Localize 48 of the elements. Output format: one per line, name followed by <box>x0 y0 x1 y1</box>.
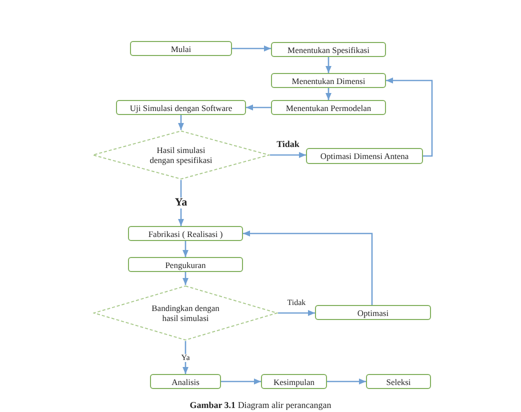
arrow <box>232 46 271 52</box>
node-text: Optimasi <box>357 308 389 318</box>
node-text: Seleksi <box>386 376 411 386</box>
process-box <box>261 374 327 389</box>
node-text: Optimasi Dimensi Antena <box>320 151 409 161</box>
node-text: Analisis <box>172 376 200 386</box>
arrow <box>221 378 261 384</box>
process-box <box>366 374 431 389</box>
node-text: Kesimpulan <box>273 376 315 386</box>
arrow <box>178 115 184 130</box>
process-box <box>116 100 246 115</box>
node-text: Menentukan Dimensi <box>292 76 366 86</box>
caption: Gambar 3.1 Diagram alir perancangan <box>188 399 332 412</box>
node-text: Menentukan Spesifikasi <box>288 44 370 54</box>
arrow <box>386 78 433 157</box>
node-text: Hasil simulasi dengan spesifikasi <box>148 145 214 165</box>
edge-label: Ya <box>179 354 192 362</box>
node-text: Menentukan Permodelan <box>286 102 372 112</box>
arrow <box>278 310 315 316</box>
arrow <box>182 272 188 285</box>
node-text: Bandingkan dengan hasil simulasi <box>150 303 220 323</box>
edge-label: Ya <box>172 198 190 208</box>
arrow <box>326 88 332 100</box>
process-box <box>315 305 431 320</box>
arrow <box>270 152 306 158</box>
decision-diamond <box>92 130 270 180</box>
arrow <box>178 180 184 226</box>
node-text: Uji Simulasi dengan Software <box>130 102 232 112</box>
process-box <box>128 257 243 272</box>
node-text: Fabrikasi ( Realisasi ) <box>148 228 223 238</box>
process-box <box>130 41 232 56</box>
arrow <box>246 104 271 110</box>
node-text: Pengukuran <box>165 260 206 270</box>
arrow <box>182 341 188 374</box>
arrow <box>326 57 332 73</box>
process-box <box>128 226 243 241</box>
edge-label: Tidak <box>274 140 302 149</box>
process-box <box>150 374 221 389</box>
process-box <box>271 73 386 88</box>
process-box <box>271 42 386 57</box>
node-text: Mulai <box>170 44 192 54</box>
process-box <box>271 100 386 115</box>
edge-label: Tidak <box>285 299 308 307</box>
decision-diamond <box>93 285 278 341</box>
arrow <box>243 230 373 305</box>
arrow <box>182 241 188 257</box>
arrow <box>327 378 366 384</box>
process-box <box>306 148 423 164</box>
